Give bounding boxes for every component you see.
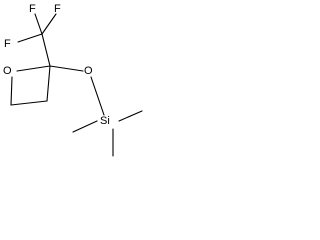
ring-oxygen-atom-label: O [3,65,12,77]
molecule-structure: F F F O O Si [3,3,143,157]
bond-quaternary-carbon-ether-oxygen [49,65,84,72]
fluorine-atom-label: F [29,3,36,15]
bond-ring-carbon-ring-carbon [10,100,48,106]
bond-ring-carbon-quaternary-carbon [46,65,51,102]
bond-ring-oxygen-ring-carbon [10,76,13,106]
bond-quaternary-carbon-ring-oxygen [16,65,51,72]
bond-silicon-methyl-left [72,120,98,133]
ether-oxygen-atom-label: O [84,65,93,77]
bond-cf3-quaternary-carbon [41,33,51,67]
fluorine-atom-label: F [4,38,11,50]
bond-silicon-methyl-right [118,110,143,122]
bond-cf3-f-top-right [41,13,57,35]
fluorine-atom-label: F [54,3,61,15]
silicon-atom-label: Si [100,115,110,127]
atom-label-group: F F F O O Si [3,3,110,127]
bond-ether-oxygen-silicon [90,76,105,116]
bond-group [10,13,143,157]
bond-cf3-f-left [17,33,43,43]
bond-cf3-f-top-left [34,13,43,35]
